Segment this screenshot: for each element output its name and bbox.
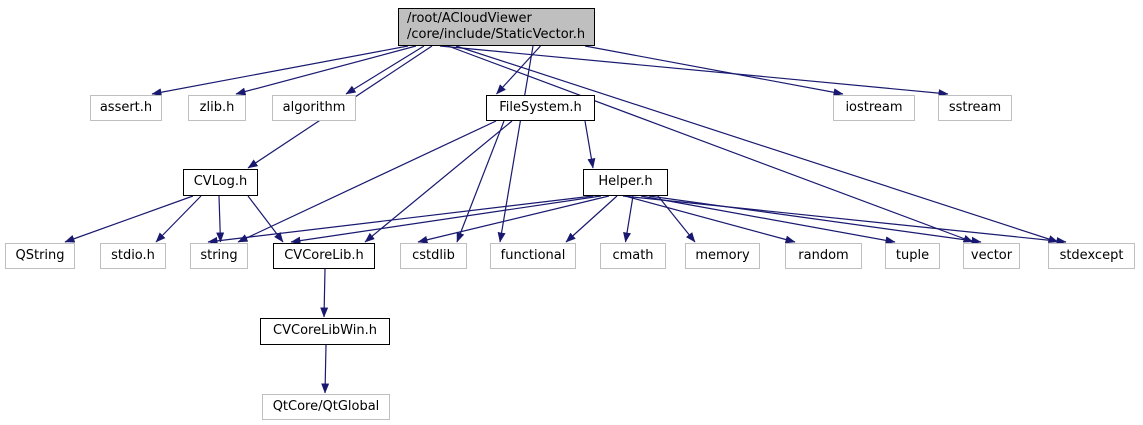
graph-node-cvlog[interactable]: CVLog.h <box>183 169 258 196</box>
edge-helper-to-stdexcept <box>622 195 1067 245</box>
graph-node-string: string <box>190 243 248 269</box>
graph-node-stdio_h: stdio.h <box>100 243 166 269</box>
edge-staticvector-to-functional <box>497 45 534 243</box>
edge-cvlog-to-qstring <box>64 195 194 243</box>
graph-node-functional: functional <box>490 243 576 269</box>
graph-node-stdexcept: stdexcept <box>1048 243 1135 269</box>
graph-node-random: random <box>785 243 862 269</box>
edge-helper-to-memory <box>657 195 696 243</box>
edge-helper-to-string <box>207 195 594 245</box>
edge-staticvector-to-zlib_h <box>235 45 417 96</box>
graph-node-zlib_h: zlib.h <box>188 95 246 121</box>
graph-node-staticvector: /root/ACloudViewer /core/include/StaticV… <box>398 8 595 46</box>
graph-node-assert_h: assert.h <box>90 95 162 121</box>
edge-cvlog-to-string <box>216 195 225 243</box>
graph-node-qstring: QString <box>5 243 75 269</box>
edge-staticvector-to-vector <box>447 45 974 243</box>
graph-node-filesystem[interactable]: FileSystem.h <box>486 95 595 121</box>
edge-cvcorelibwin-to-qtglobal <box>321 344 330 394</box>
edge-staticvector-to-algorithm <box>345 45 425 95</box>
edge-filesystem-to-cvcorelib <box>364 120 513 243</box>
edge-staticvector-to-iostream <box>584 45 844 97</box>
graph-node-cmath: cmath <box>600 243 666 269</box>
edge-staticvector-to-filesystem <box>496 45 541 95</box>
edge-helper-to-random <box>624 195 796 244</box>
graph-node-helper[interactable]: Helper.h <box>583 169 668 196</box>
graph-node-cstdlib: cstdlib <box>400 243 467 269</box>
edge-staticvector-to-sstream <box>439 45 949 98</box>
graph-node-algorithm: algorithm <box>272 95 356 121</box>
edge-helper-to-functional <box>565 195 618 243</box>
graph-node-memory: memory <box>685 243 760 269</box>
graph-node-tuple: tuple <box>885 243 940 269</box>
edge-helper-to-cstdlib <box>417 195 610 244</box>
edge-helper-to-vector <box>648 195 982 245</box>
edge-helper-to-cvcorelib <box>290 195 602 245</box>
edge-helper-to-cmath <box>623 195 634 243</box>
graph-node-iostream: iostream <box>833 95 915 121</box>
graph-node-vector: vector <box>963 243 1020 269</box>
graph-node-qtglobal: QtCore/QtGlobal <box>262 394 390 420</box>
graph-node-cvcorelibwin[interactable]: CVCoreLibWin.h <box>260 318 390 345</box>
edge-staticvector-to-assert_h <box>151 45 409 97</box>
graph-node-sstream: sstream <box>938 95 1012 121</box>
edge-cvcorelib-to-cvcorelibwin <box>320 268 329 318</box>
edge-filesystem-to-helper <box>584 120 596 169</box>
edge-helper-to-tuple <box>640 195 896 245</box>
edge-cvlog-to-stdio_h <box>155 195 202 243</box>
edge-staticvector-to-stdexcept <box>455 45 1059 243</box>
edge-filesystem-to-cstdlib <box>456 120 505 243</box>
edge-filesystem-to-string <box>237 120 497 243</box>
graph-node-cvcorelib[interactable]: CVCoreLib.h <box>273 243 375 269</box>
